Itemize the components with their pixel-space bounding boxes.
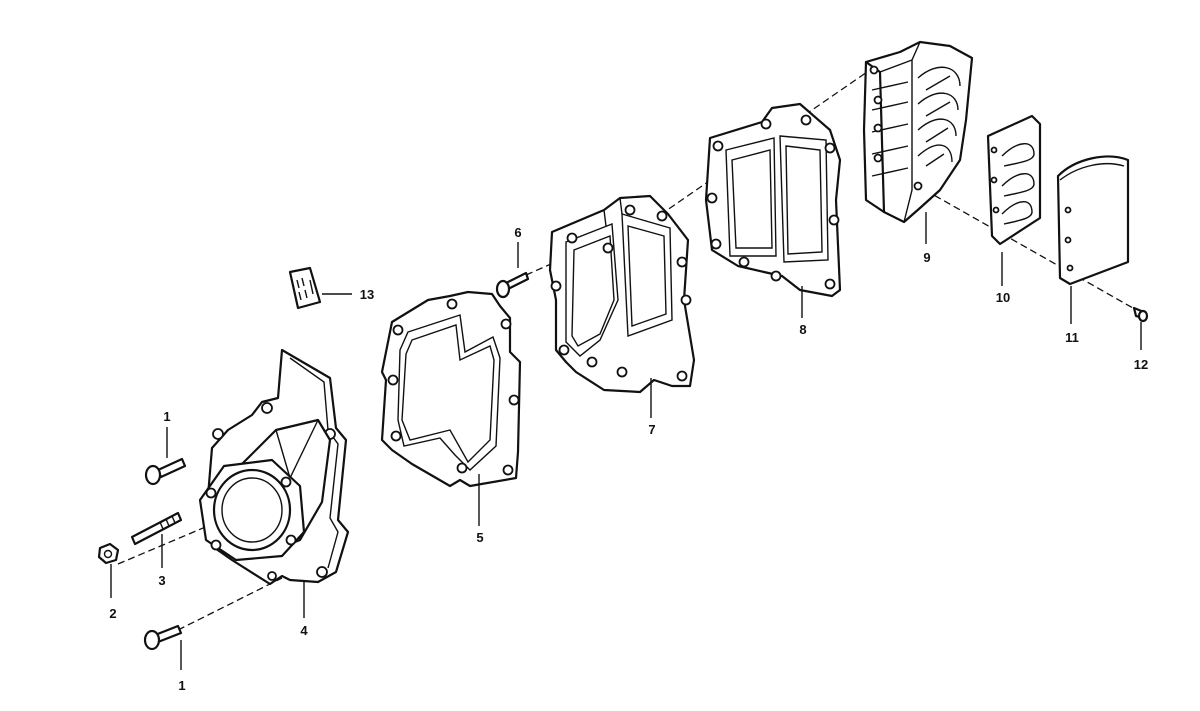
part-13-decal: [288, 266, 322, 310]
callout-7: 7: [648, 422, 655, 437]
part-12-screw: [1132, 306, 1149, 323]
callout-10: 10: [996, 290, 1010, 305]
callout-4: 4: [300, 623, 308, 638]
part-1-screw-upper: [144, 457, 187, 486]
callout-labels: 1 1 2 3 4 5 6 7 8 9 10 11 12 13: [109, 225, 1148, 693]
callout-3: 3: [158, 573, 165, 588]
callout-2: 2: [109, 606, 116, 621]
leader-lines: [110, 212, 1142, 670]
part-8-gasket: [704, 102, 842, 298]
callout-9: 9: [923, 250, 930, 265]
part-2-nut: [97, 542, 120, 565]
part-4-adapter-plate: [198, 348, 350, 586]
part-10-reed-petals: [986, 114, 1042, 246]
part-9-reed-block: [862, 40, 974, 224]
callout-6: 6: [514, 225, 521, 240]
part-5-gasket: [380, 290, 522, 488]
callout-12: 12: [1134, 357, 1148, 372]
part-3-stud: [130, 511, 183, 546]
part-7-plate: [548, 194, 696, 394]
part-11-reed-stop: [1056, 155, 1130, 286]
part-1-screw-lower: [143, 624, 183, 651]
callout-1-bottom: 1: [178, 678, 185, 693]
callout-1-top: 1: [163, 409, 170, 424]
callout-5: 5: [476, 530, 483, 545]
callout-13: 13: [360, 287, 374, 302]
part-6-screw: [495, 271, 530, 299]
callout-11: 11: [1065, 330, 1079, 345]
callout-8: 8: [799, 322, 806, 337]
